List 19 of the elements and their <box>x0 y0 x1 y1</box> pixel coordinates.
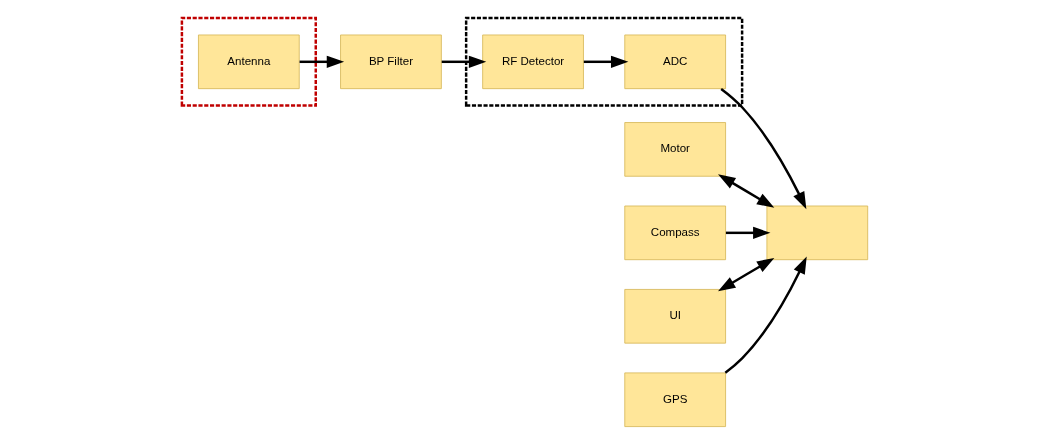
arrow <box>441 55 486 68</box>
node-box: GPS <box>623 372 726 427</box>
node-box: Antenna <box>197 34 300 90</box>
node-box: RF Detector <box>481 34 584 90</box>
node-box <box>765 205 868 261</box>
arrow <box>724 256 807 374</box>
node-box: ADC <box>623 34 726 90</box>
cluster <box>464 16 743 107</box>
arrow <box>583 55 628 68</box>
cluster <box>180 16 317 107</box>
node-box: Motor <box>623 122 726 177</box>
node-box: UI <box>623 289 726 344</box>
arrow <box>725 226 770 239</box>
node-box: BP Filter <box>339 34 442 90</box>
arrow <box>299 55 344 68</box>
node-box: Compass <box>623 205 726 261</box>
arrow <box>719 87 806 210</box>
arrow <box>717 174 774 208</box>
arrow <box>717 257 774 292</box>
